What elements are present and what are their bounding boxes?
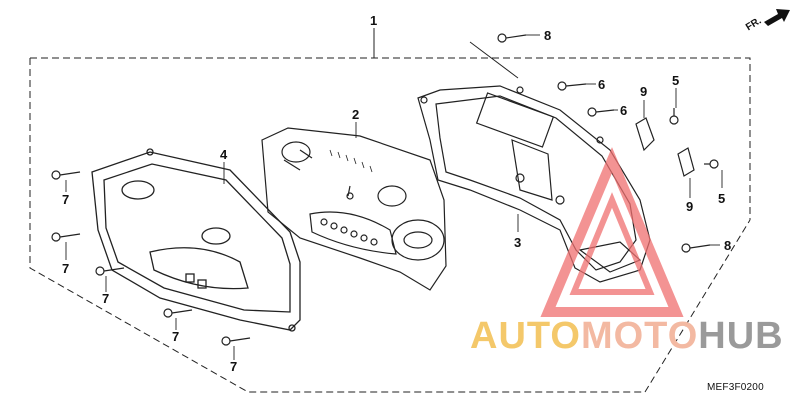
instrument-outer-cover	[91, 148, 301, 332]
callout-9b: 9	[686, 199, 694, 214]
watermark-logo-text: AUTOMOTOHUB	[470, 316, 784, 356]
watermark-warning-triangle-icon	[540, 147, 684, 317]
callout-7b: 7	[62, 261, 70, 276]
screw-8a	[497, 33, 527, 43]
watermark-part-auto: AUTO	[470, 315, 581, 357]
callout-6a: 6	[598, 77, 606, 92]
callout-7c: 7	[102, 291, 110, 306]
screw-7e	[221, 336, 251, 346]
instrument-rear-case	[417, 85, 651, 283]
callout-4: 4	[220, 147, 228, 162]
callout-5b: 5	[718, 191, 726, 206]
callout-5a: 5	[672, 73, 680, 88]
watermark-part-moto: MOTO	[580, 315, 699, 357]
screw-7d	[163, 308, 193, 318]
screw-6b	[587, 107, 615, 117]
watermark-part-hub: HUB	[698, 315, 784, 357]
screws	[51, 33, 719, 346]
leader-lines	[65, 34, 723, 360]
callout-7d: 7	[172, 329, 180, 344]
screw-7a	[51, 170, 81, 180]
callout-3: 3	[514, 235, 522, 250]
forward-arrow-icon	[764, 9, 790, 26]
screw-7c	[95, 266, 125, 276]
screw-5b	[704, 159, 719, 169]
callout-6b: 6	[620, 103, 628, 118]
screw-7b	[51, 232, 81, 242]
assembly-outline	[29, 28, 751, 393]
callout-8b: 8	[724, 238, 732, 253]
gauge-panel	[261, 127, 447, 291]
callout-7e: 7	[230, 359, 238, 374]
screw-8b	[681, 243, 711, 253]
callout-7a: 7	[62, 192, 70, 207]
bracket-parts	[635, 117, 695, 177]
screw-6a	[557, 81, 587, 91]
callout-9a: 9	[640, 84, 648, 99]
callout-1: 1	[370, 13, 378, 28]
callout-8a: 8	[544, 28, 552, 43]
screw-5a	[669, 108, 679, 125]
callout-2: 2	[352, 107, 360, 122]
drawing-code: MEF3F0200	[707, 382, 764, 393]
